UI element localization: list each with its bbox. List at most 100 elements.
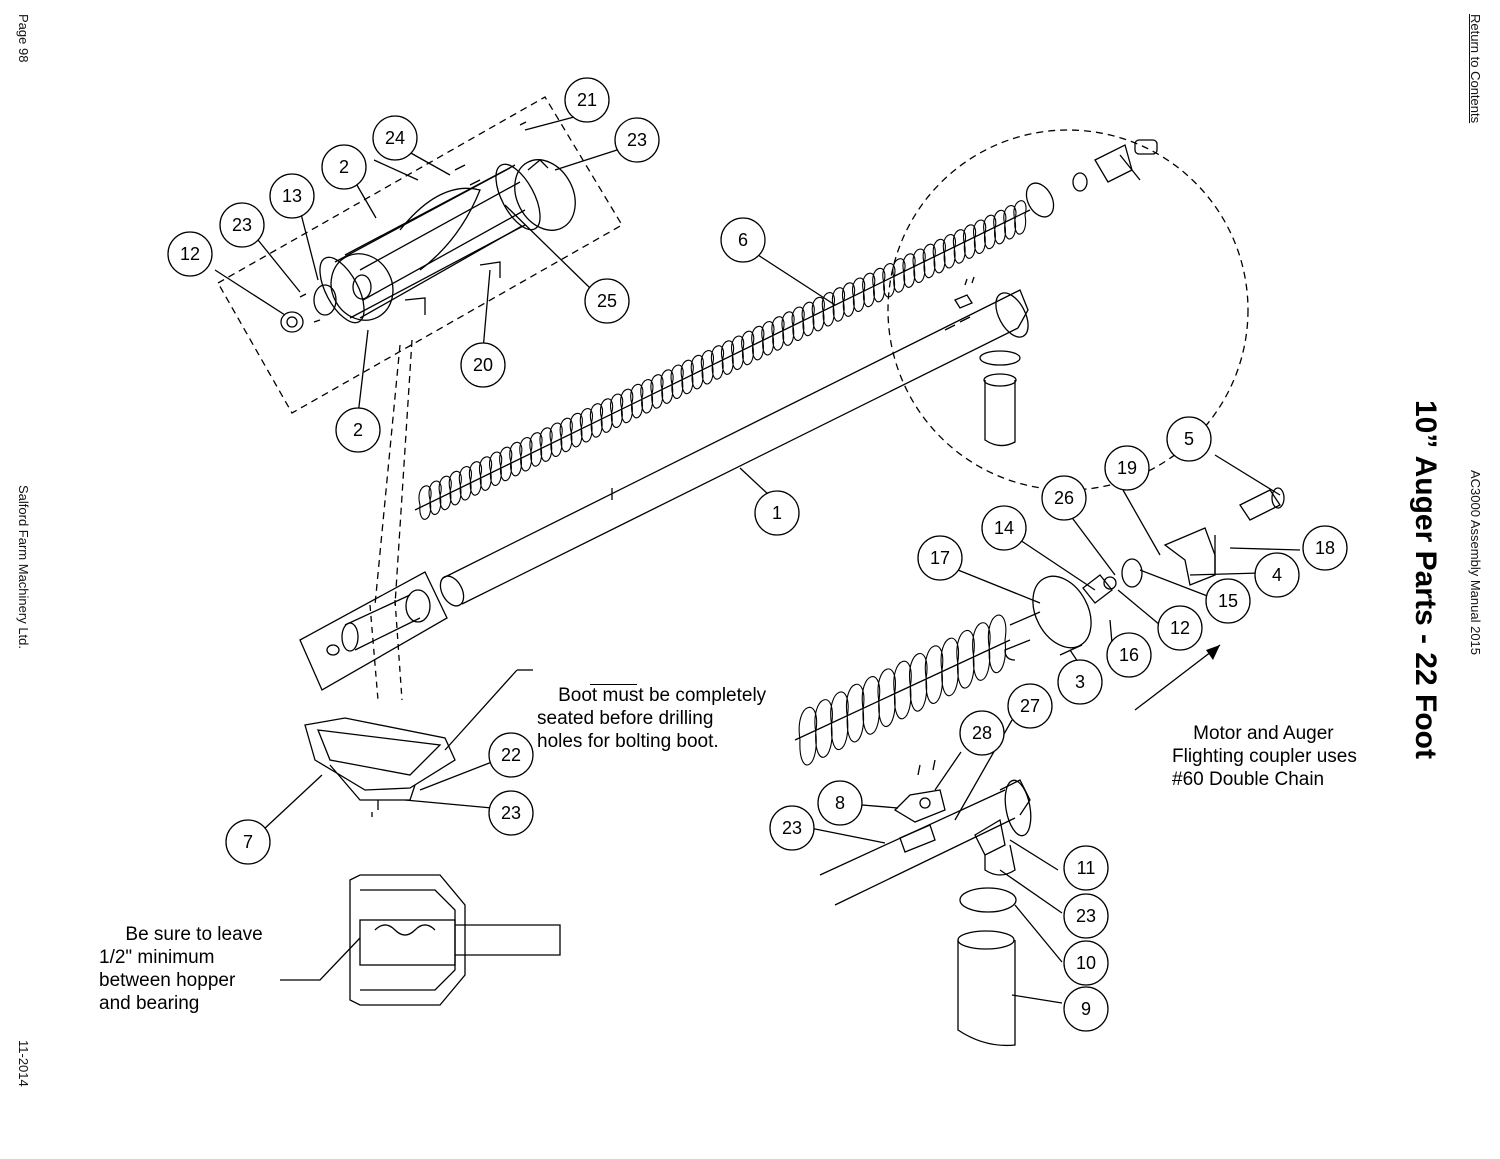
callout-number: 13 xyxy=(282,186,302,206)
callout-number: 27 xyxy=(1020,696,1040,716)
callout-circle xyxy=(225,819,271,865)
callout-22: 22 xyxy=(488,732,534,778)
callout-circle xyxy=(321,144,367,190)
callout-17: 17 xyxy=(917,535,963,581)
callout-circle xyxy=(720,217,766,263)
callout-6: 6 xyxy=(720,217,766,263)
motor-note-arrow xyxy=(1134,644,1221,711)
leaders-motor xyxy=(957,454,1301,666)
callout-24: 24 xyxy=(372,115,418,161)
callout-1: 1 xyxy=(754,490,800,536)
callout-number: 18 xyxy=(1315,538,1335,558)
bearing-12 xyxy=(280,311,304,333)
callout-14: 14 xyxy=(981,505,1027,551)
callout-circle xyxy=(1106,632,1152,678)
callout-11: 11 xyxy=(1063,845,1109,891)
callout-circle xyxy=(917,535,963,581)
callout-21: 21 xyxy=(564,77,610,123)
callout-circle xyxy=(817,780,863,826)
callout-circle xyxy=(614,117,660,163)
callout-16: 16 xyxy=(1106,632,1152,678)
callout-circle xyxy=(1057,659,1103,705)
callout-circle xyxy=(219,202,265,248)
callout-circle xyxy=(1007,683,1053,729)
intake-detail-box xyxy=(217,96,623,414)
callout-number: 24 xyxy=(385,128,405,148)
callout-circle xyxy=(488,790,534,836)
callout-number: 28 xyxy=(972,723,992,743)
callout-circle xyxy=(167,231,213,277)
callout-number: 15 xyxy=(1218,591,1238,611)
callout-10: 10 xyxy=(1063,940,1109,986)
projection-lines xyxy=(374,339,413,606)
callout-number: 2 xyxy=(353,420,363,440)
callout-circle xyxy=(1166,416,1212,462)
callout-27: 27 xyxy=(1007,683,1053,729)
callout-circle xyxy=(584,278,630,324)
motor-note-text: Motor and Auger Flighting coupler uses #… xyxy=(1172,723,1357,790)
callout-number: 25 xyxy=(597,291,617,311)
callout-number: 23 xyxy=(1076,906,1096,926)
callout-number: 21 xyxy=(577,90,597,110)
callout-23: 23 xyxy=(614,117,660,163)
callout-number: 8 xyxy=(835,793,845,813)
callout-4: 4 xyxy=(1254,552,1300,598)
head-small-parts xyxy=(1025,139,1158,218)
callout-18: 18 xyxy=(1302,525,1348,571)
head-downspout-small xyxy=(954,276,1021,447)
callout-number: 9 xyxy=(1081,999,1091,1019)
callout-number: 16 xyxy=(1119,645,1139,665)
callout-12: 12 xyxy=(1157,605,1203,651)
boot-small-assembly xyxy=(326,589,431,656)
callout-number: 14 xyxy=(994,518,1014,538)
leaders-lower-head xyxy=(809,719,1063,1004)
callout-number: 1 xyxy=(772,503,782,523)
callout-number: 23 xyxy=(782,818,802,838)
callout-number: 3 xyxy=(1075,672,1085,692)
callout-number: 12 xyxy=(180,244,200,264)
callout-13: 13 xyxy=(269,173,315,219)
callout-circle xyxy=(1041,475,1087,521)
callout-circle xyxy=(1063,986,1109,1032)
callout-2: 2 xyxy=(321,144,367,190)
callout-circle xyxy=(769,805,815,851)
hopper-note-text: Be sure to leave 1/2" minimum between ho… xyxy=(99,924,263,1014)
callout-circle xyxy=(269,173,315,219)
callout-circle xyxy=(488,732,534,778)
callout-circle xyxy=(1063,845,1109,891)
callout-circle xyxy=(460,342,506,388)
callout-circle xyxy=(335,407,381,453)
callout-25: 25 xyxy=(584,278,630,324)
callout-circle xyxy=(372,115,418,161)
callout-7: 7 xyxy=(225,819,271,865)
callout-9: 9 xyxy=(1063,986,1109,1032)
callout-circle xyxy=(564,77,610,123)
leaders-intake xyxy=(214,111,618,416)
callout-circle xyxy=(1205,578,1251,624)
intake-cage xyxy=(319,163,541,324)
callout-23: 23 xyxy=(769,805,815,851)
callout-23: 23 xyxy=(488,790,534,836)
main-tube xyxy=(439,289,1029,607)
callout-26: 26 xyxy=(1041,475,1087,521)
boot-note-text: Boot must be completely seated before dr… xyxy=(537,685,767,752)
intake-end-ring xyxy=(514,159,576,231)
motor-coupler-note: Motor and Auger Flighting coupler uses #… xyxy=(1172,699,1357,814)
callout-number: 23 xyxy=(232,215,252,235)
callout-20: 20 xyxy=(460,342,506,388)
downspout-9 xyxy=(957,930,1016,1047)
callout-number: 19 xyxy=(1117,458,1137,478)
callout-3: 3 xyxy=(1057,659,1103,705)
callout-number: 23 xyxy=(501,803,521,823)
callout-circle xyxy=(959,710,1005,756)
callout-circle xyxy=(1063,893,1109,939)
callout-5: 5 xyxy=(1166,416,1212,462)
callout-2: 2 xyxy=(335,407,381,453)
callout-number: 11 xyxy=(1077,858,1096,878)
hopper-clearance-note: Be sure to leave 1/2" minimum between ho… xyxy=(99,900,263,1038)
callout-8: 8 xyxy=(817,780,863,826)
callout-number: 7 xyxy=(243,832,253,852)
callout-number: 17 xyxy=(930,548,950,568)
